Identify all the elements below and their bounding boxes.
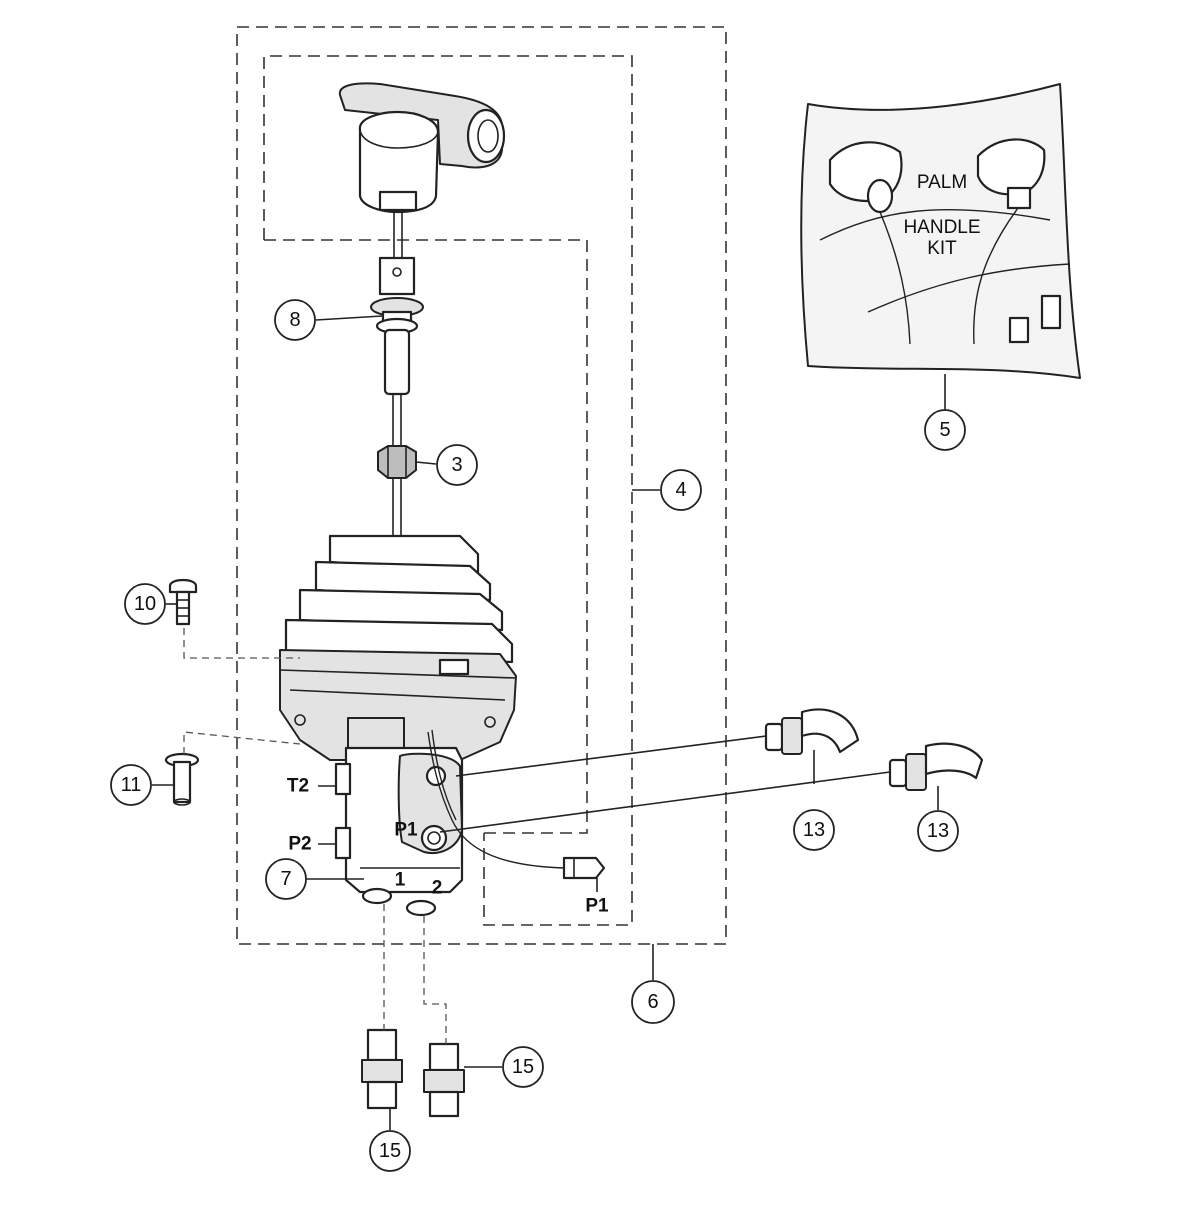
shaft-adapter-part-8 <box>370 256 424 452</box>
svg-text:3: 3 <box>451 454 462 476</box>
kit-label-line3: KIT <box>927 238 957 259</box>
callout-8: 8 <box>274 299 316 341</box>
callout-4: 4 <box>660 469 702 511</box>
svg-text:11: 11 <box>121 774 142 796</box>
valve-block-part-7 <box>334 717 606 917</box>
svg-text:5: 5 <box>939 419 950 441</box>
elbow-fitting-13b <box>888 742 984 791</box>
dash-link-bolt <box>183 628 300 659</box>
svg-text:15: 15 <box>379 1140 401 1162</box>
callout-3: 3 <box>436 444 478 486</box>
link-line-13a <box>455 735 767 777</box>
svg-text:13: 13 <box>927 820 949 842</box>
rubber-boot <box>279 534 517 761</box>
svg-text:13: 13 <box>803 819 825 841</box>
port-label-1: 1 <box>395 870 406 891</box>
port-label-t2: T2 <box>287 776 309 797</box>
assembly-boundary-handle <box>264 239 588 834</box>
bolt-part-10 <box>168 578 198 626</box>
hex-nut-part-3 <box>377 445 417 540</box>
callout-7: 7 <box>265 858 307 900</box>
port-label-2: 2 <box>432 878 443 899</box>
callout-15a: 15 <box>502 1046 544 1088</box>
kit-label-line1: PALM <box>917 172 967 193</box>
port-label-p1-connector: P1 <box>585 896 609 917</box>
svg-text:7: 7 <box>280 868 291 890</box>
leader-8 <box>315 315 383 321</box>
dash-link-port2 <box>423 916 447 1044</box>
port-label-p1-valve: P1 <box>394 820 418 841</box>
bushing-part-11 <box>164 752 200 806</box>
callout-5: 5 <box>924 409 966 451</box>
link-line-13b <box>439 771 891 833</box>
palm-handle-kit-part-5 <box>800 83 1081 379</box>
callout-11: 11 <box>110 764 152 806</box>
nipple-fitting-15b <box>423 1042 465 1118</box>
svg-text:6: 6 <box>647 991 658 1013</box>
nipple-fitting-15a <box>361 1028 403 1110</box>
assembly-boundary-4 <box>263 55 633 926</box>
svg-text:8: 8 <box>289 309 300 331</box>
callout-13b: 13 <box>917 810 959 852</box>
kit-label-line2: HANDLE <box>903 217 980 238</box>
callout-10: 10 <box>124 583 166 625</box>
svg-text:15: 15 <box>512 1056 534 1078</box>
callout-6: 6 <box>631 980 675 1024</box>
port-label-p2: P2 <box>288 834 311 855</box>
elbow-fitting-13a <box>764 708 860 755</box>
leader-3 <box>415 461 437 465</box>
dash-link-bushing <box>183 731 301 754</box>
svg-text:4: 4 <box>675 479 686 501</box>
callout-15b: 15 <box>369 1130 411 1172</box>
callout-13a: 13 <box>793 809 835 851</box>
palm-handle-top <box>338 82 506 258</box>
svg-text:10: 10 <box>134 593 156 615</box>
